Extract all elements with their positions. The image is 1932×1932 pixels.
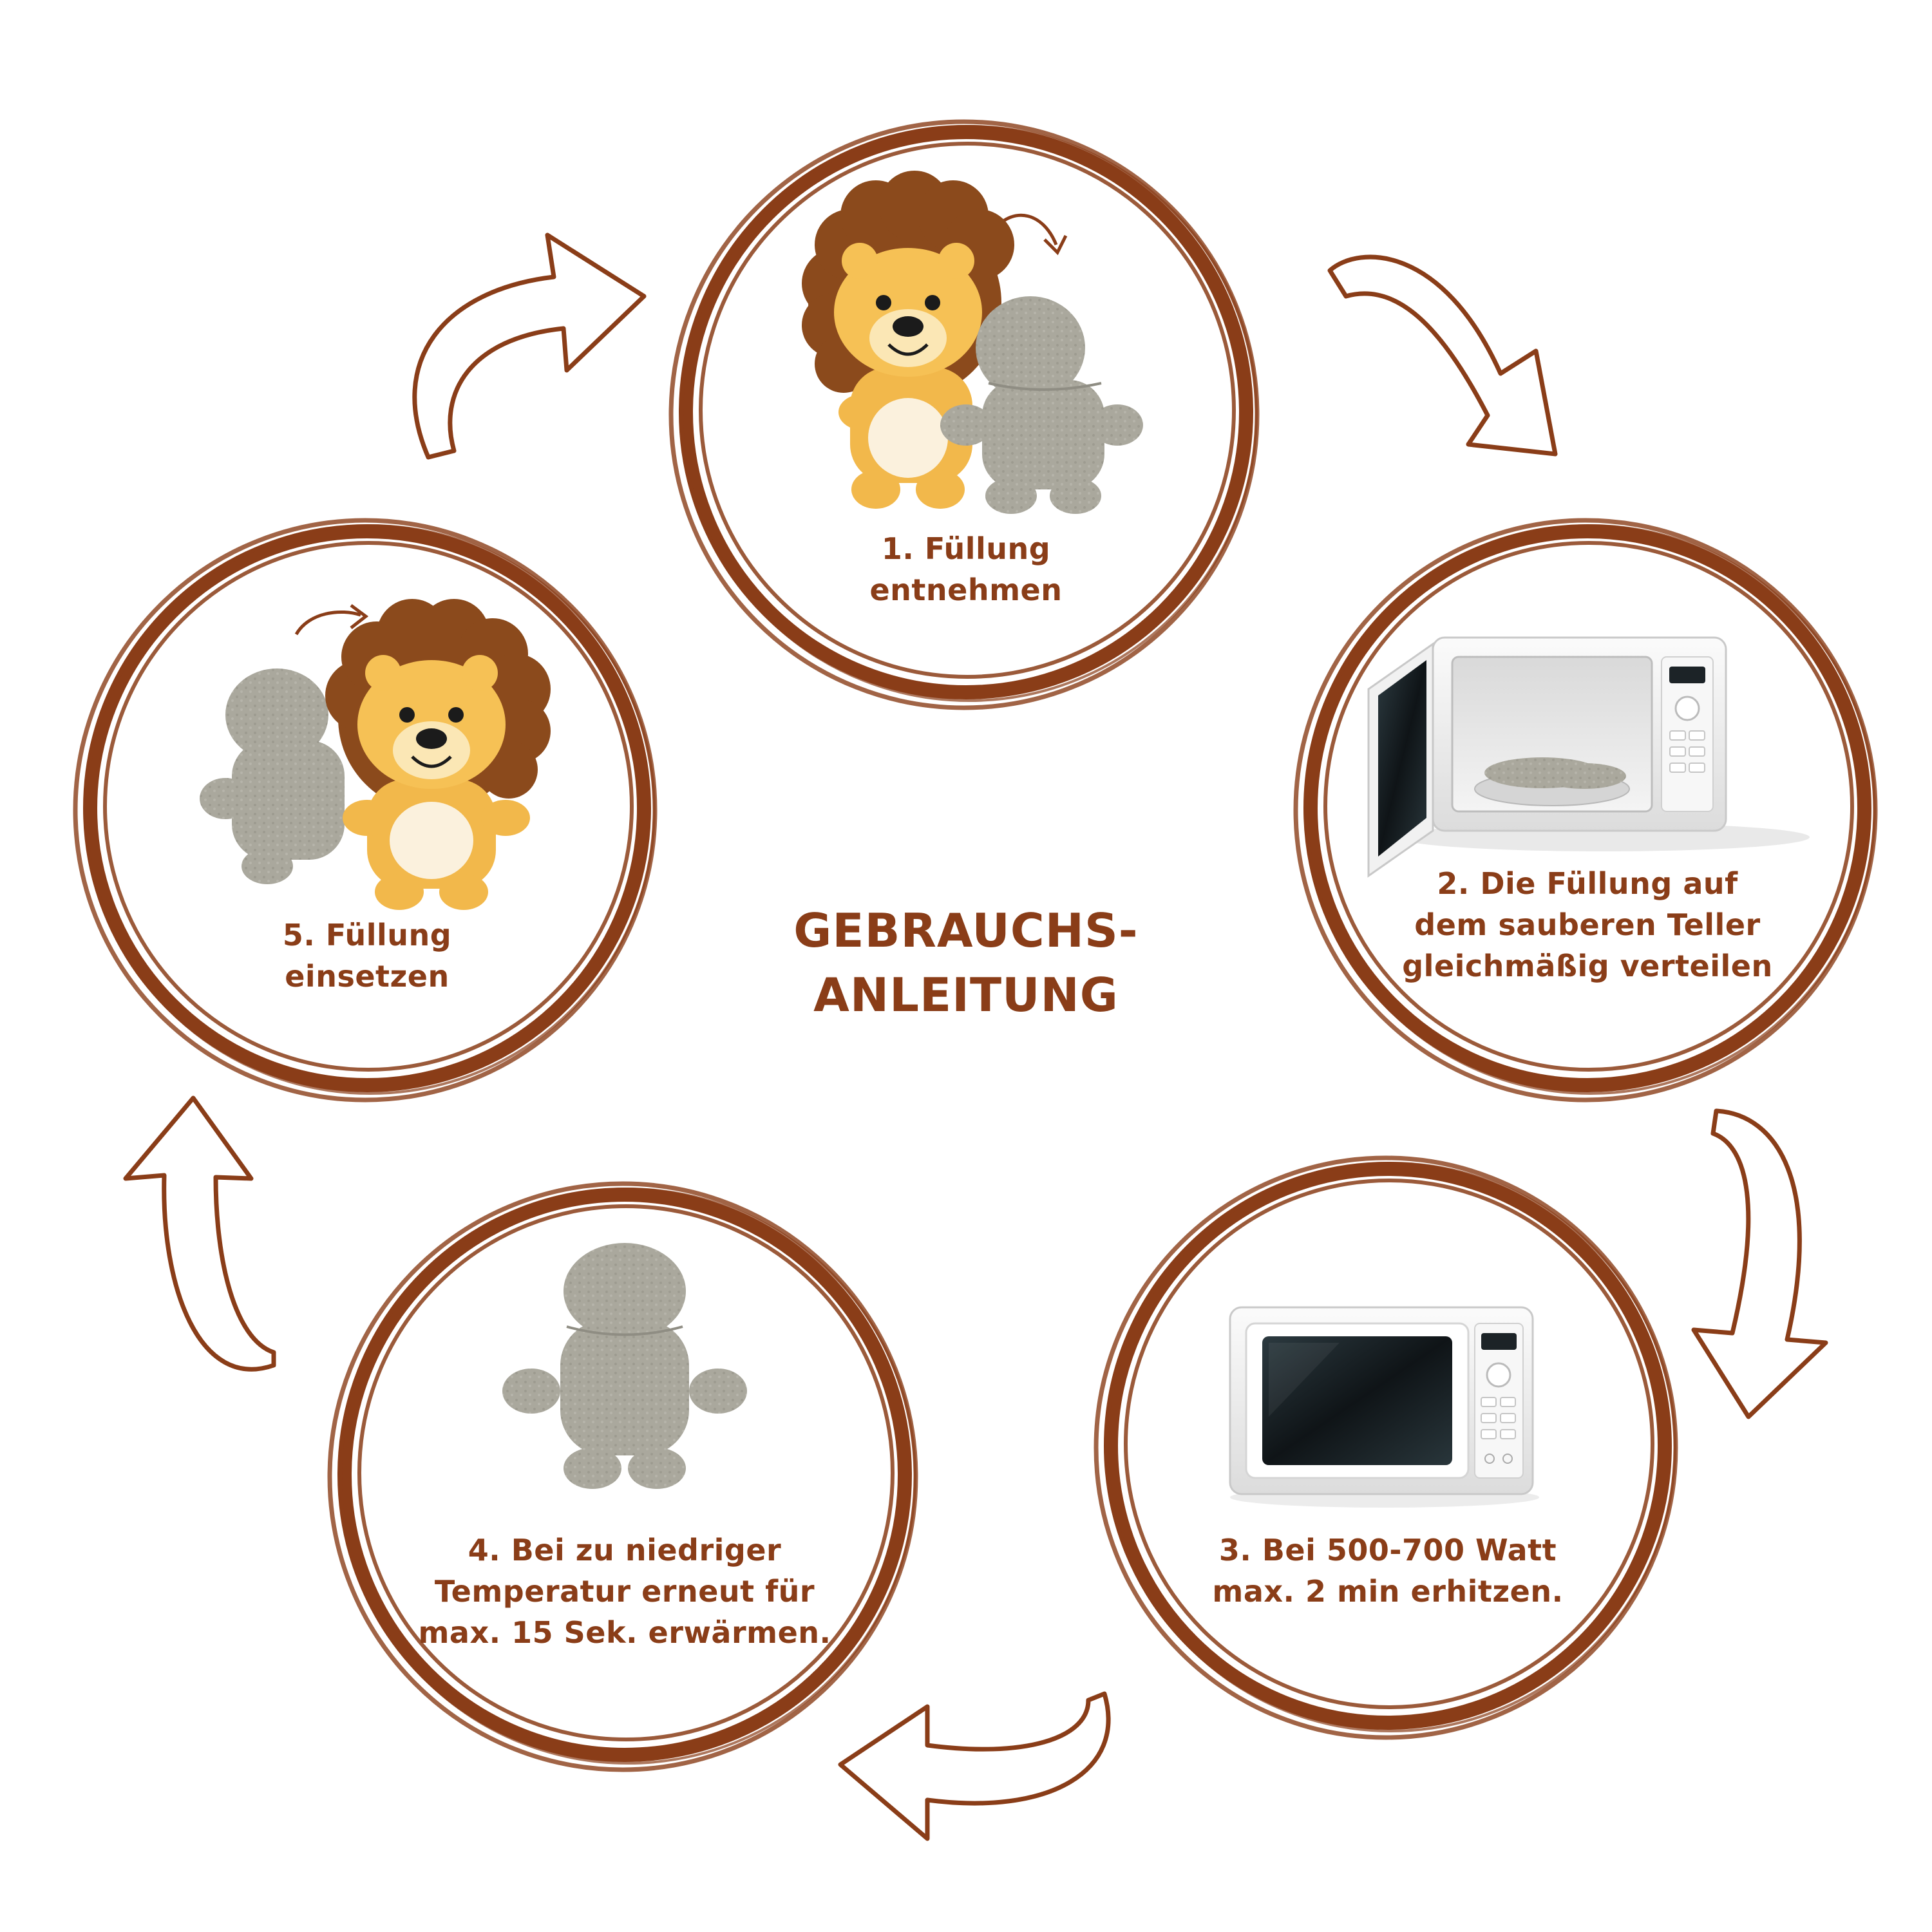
- diagram-title: GEBRAUCHS- ANLEITUNG: [741, 898, 1191, 1027]
- filling-pad-icon: [502, 1243, 747, 1489]
- step-4-ring: [327, 1181, 918, 1772]
- arrow-1-to-2-icon: [1327, 254, 1558, 457]
- title-line-2: ANLEITUNG: [813, 968, 1119, 1022]
- step-5-line-2: einsetzen: [285, 959, 450, 994]
- step-5-line-1: 5. Füllung: [282, 918, 452, 952]
- step-1-label: 1. Füllung entnehmen: [805, 528, 1127, 611]
- filling-pad: [940, 296, 1143, 514]
- arrow-3-to-4-icon: [838, 1691, 1111, 1841]
- step-1-line-2: entnehmen: [869, 573, 1063, 607]
- step-1-line-1: 1. Füllung: [881, 531, 1051, 566]
- step-2-line-3: gleichmäßig verteilen: [1402, 949, 1773, 983]
- filling-and-lion-icon: [200, 599, 551, 910]
- step-3-line-2: max. 2 min erhitzen.: [1212, 1574, 1564, 1609]
- step-3-ring: [1094, 1155, 1678, 1740]
- step-3-line-1: 3. Bei 500-700 Watt: [1218, 1533, 1557, 1567]
- closed-microwave-icon: [1229, 1306, 1539, 1508]
- step-5-label: 5. Füllung einsetzen: [225, 914, 509, 997]
- arrow-4-to-5-icon: [123, 1095, 276, 1372]
- arrow-2-to-3-icon: [1691, 1108, 1828, 1419]
- step-2-line-1: 2. Die Füllung auf: [1437, 866, 1738, 901]
- step-3-label: 3. Bei 500-700 Watt max. 2 min erhitzen.: [1162, 1530, 1613, 1612]
- step-2-ring: [1293, 518, 1878, 1103]
- lion-and-filling-icon: [802, 171, 1143, 514]
- step-5-ring: [73, 518, 658, 1103]
- step-4-line-3: max. 15 Sek. erwärmen.: [418, 1615, 831, 1650]
- step-2-line-2: dem sauberen Teller: [1414, 907, 1761, 942]
- step-4-line-1: 4. Bei zu niedriger: [468, 1533, 782, 1567]
- step-2-label: 2. Die Füllung auf dem sauberen Teller g…: [1362, 863, 1813, 987]
- arrow-5-to-1-icon: [412, 232, 647, 460]
- step-4-label: 4. Bei zu niedriger Temperatur erneut fü…: [399, 1530, 850, 1653]
- step-4-line-2: Temperatur erneut für: [434, 1574, 815, 1609]
- step-1-ring: [668, 119, 1260, 710]
- open-microwave-icon: [1367, 636, 1810, 878]
- title-line-1: GEBRAUCHS-: [793, 904, 1139, 958]
- small-curved-arrow-icon-5: [294, 611, 361, 636]
